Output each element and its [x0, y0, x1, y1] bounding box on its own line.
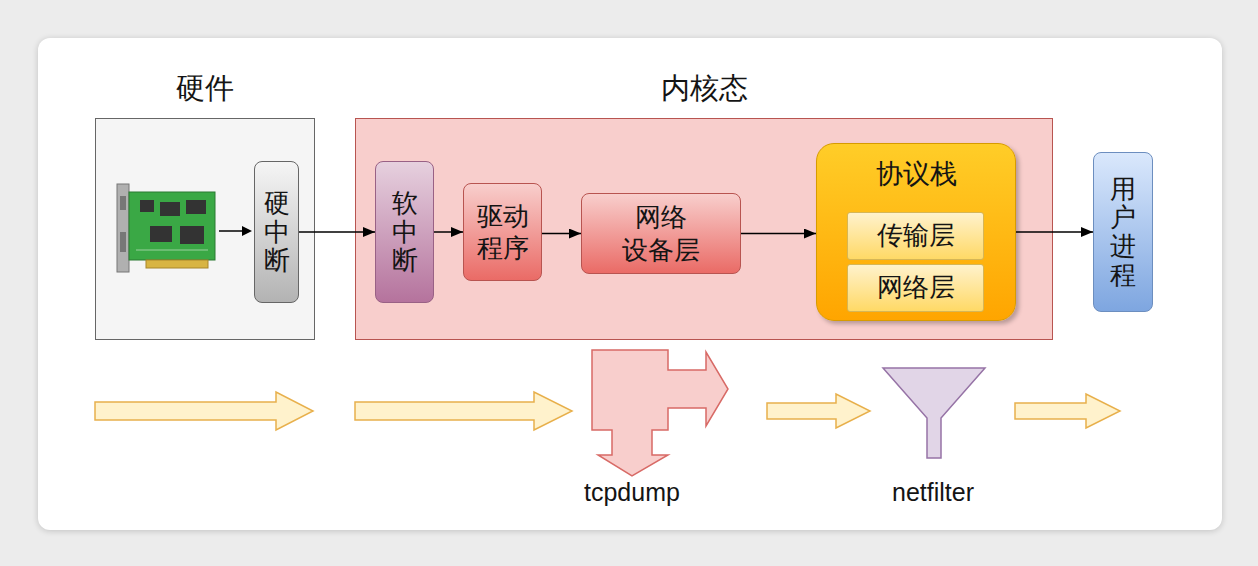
region-heading: 硬件 [96, 71, 314, 106]
tool-label: netfilter [892, 478, 974, 507]
process-box: 驱动 程序 [463, 183, 542, 281]
node-label: 驱动 程序 [477, 200, 529, 265]
stack-box: 协议栈传输层网络层 [816, 143, 1016, 321]
flow-arrow [741, 233, 816, 235]
flow-arrow [1016, 231, 1093, 233]
node-label: 用户进程 [1110, 175, 1136, 289]
tool-label: tcpdump [584, 478, 680, 507]
node-label: 网络层 [877, 272, 955, 303]
process-box: 用户进程 [1093, 152, 1153, 312]
process-box: 网络 设备层 [581, 193, 741, 274]
layer-box: 网络层 [847, 264, 984, 312]
flow-arrow [542, 233, 581, 235]
node-label: 传输层 [877, 220, 955, 251]
tcpdump-shape [592, 350, 728, 476]
node-label: 协议栈 [817, 158, 1015, 190]
nic-illustration [117, 184, 215, 272]
flow-arrow [434, 231, 463, 233]
nic-arrow [219, 226, 252, 236]
hardware-region: 硬件硬中断 [95, 118, 315, 340]
flow-arrow [299, 231, 375, 233]
node-label: 网络 设备层 [622, 201, 700, 266]
layer-box: 传输层 [847, 212, 984, 260]
netfilter-funnel [883, 368, 985, 458]
kernel-region: 内核态软中断驱动 程序网络 设备层协议栈传输层网络层 [355, 118, 1053, 340]
process-box: 软中断 [375, 161, 434, 303]
flow-arrows [95, 392, 1120, 430]
node-label: 硬中断 [264, 189, 290, 275]
process-box: 硬中断 [254, 161, 299, 303]
region-heading: 内核态 [356, 71, 1052, 106]
node-label: 软中断 [392, 189, 418, 275]
